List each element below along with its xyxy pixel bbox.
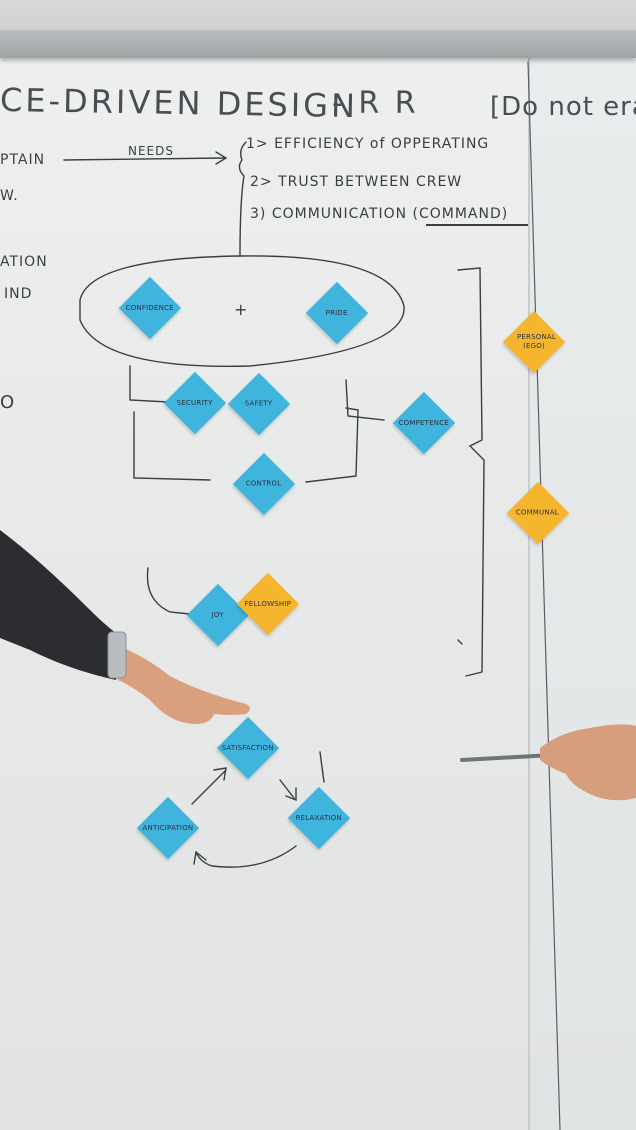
arrowhead-2 bbox=[285, 787, 297, 802]
security-bracket bbox=[129, 365, 169, 403]
small-mark bbox=[457, 639, 463, 645]
control-bracket-left bbox=[133, 411, 211, 481]
left-fragment-1: PTAIN bbox=[0, 152, 46, 168]
needs-arrowhead bbox=[215, 151, 228, 165]
left-fragment-2: W. bbox=[0, 188, 19, 204]
left-fragment-4: IND bbox=[4, 286, 33, 302]
arrow-anticipation-satisfaction bbox=[191, 769, 227, 805]
arrow-satisfaction-relaxation bbox=[279, 779, 295, 799]
needs-arrow bbox=[63, 157, 225, 161]
whiteboard-right-panel bbox=[528, 58, 636, 1130]
right-hand bbox=[540, 724, 636, 801]
arrow-relaxation-anticipation bbox=[195, 845, 297, 868]
pointing-arm bbox=[0, 530, 250, 724]
hand bbox=[118, 648, 250, 724]
arrowhead-1 bbox=[213, 767, 227, 781]
ceiling bbox=[0, 0, 636, 30]
arrowhead-3 bbox=[193, 850, 207, 865]
board-title-dash: - R R bbox=[332, 86, 419, 121]
left-fragment-5: O bbox=[0, 392, 16, 413]
board-edge-line bbox=[527, 61, 561, 1130]
needs-label: NEEDS bbox=[128, 144, 174, 158]
cluster-ellipse bbox=[79, 255, 405, 367]
needs-item-2: 2> TRUST BETWEEN CREW bbox=[250, 174, 463, 190]
competence-link bbox=[345, 379, 385, 421]
needs-brace bbox=[238, 141, 247, 257]
joy-bracket bbox=[146, 567, 191, 615]
needs-item-1: 1> EFFICIENCY of OPPERATING bbox=[246, 136, 490, 152]
big-bracket bbox=[457, 267, 485, 677]
whiteboard-top-rail bbox=[0, 30, 636, 58]
pen-hand bbox=[460, 724, 636, 801]
plus-sign: + bbox=[234, 300, 249, 319]
command-underline bbox=[426, 224, 528, 226]
control-bracket-right bbox=[305, 407, 359, 483]
left-fragment-3: ATION bbox=[0, 254, 48, 270]
board-title-note: [Do not era bbox=[490, 92, 636, 122]
command-label: (COMMAND) bbox=[412, 206, 509, 222]
needs-item-3: 3) COMMUNICATION (COMMAND) bbox=[250, 206, 509, 222]
watch-icon bbox=[107, 631, 127, 679]
tick-mark bbox=[319, 751, 325, 783]
sleeve bbox=[0, 530, 126, 680]
